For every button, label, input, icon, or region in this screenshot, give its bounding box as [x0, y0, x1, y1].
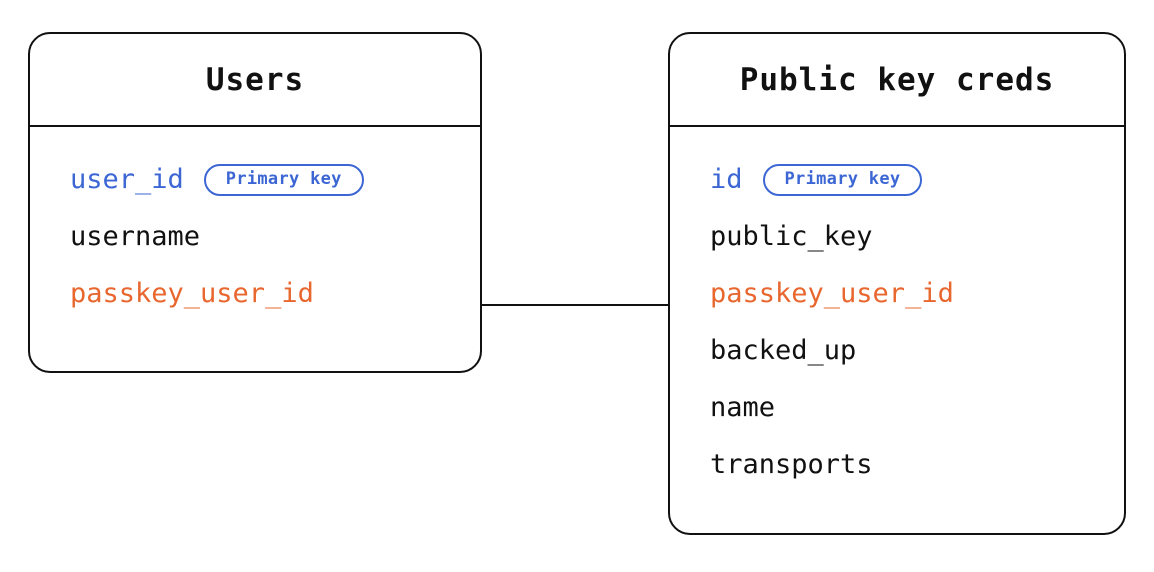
field-row[interactable]: passkey_user_id — [710, 265, 1124, 322]
field-name-passkey-user-id: passkey_user_id — [70, 278, 314, 309]
field-row[interactable]: backed_up — [710, 322, 1124, 379]
primary-key-badge-label: Primary key — [225, 169, 342, 189]
entity-public-key-creds-title: Public key creds — [739, 61, 1055, 98]
field-name-passkey-user-id: passkey_user_id — [710, 278, 954, 309]
field-row[interactable]: username — [70, 208, 480, 265]
entity-users-title: Users — [205, 61, 305, 98]
relationship-connector-users-to-public-key-creds — [482, 304, 668, 306]
field-row[interactable]: transports — [710, 436, 1124, 493]
field-name-public-key: public_key — [710, 221, 873, 252]
field-name-user-id: user_id — [70, 164, 184, 195]
field-name-id: id — [710, 164, 743, 195]
field-row[interactable]: id Primary key — [710, 151, 1124, 208]
field-row[interactable]: passkey_user_id — [70, 265, 480, 322]
field-name-username: username — [70, 221, 201, 252]
field-row[interactable]: name — [710, 379, 1124, 436]
entity-users[interactable]: Users user_id Primary key username passk… — [28, 32, 482, 373]
primary-key-badge-label: Primary key — [784, 169, 901, 189]
field-row[interactable]: public_key — [710, 208, 1124, 265]
entity-public-key-creds-fields: id Primary key public_key passkey_user_i… — [670, 127, 1124, 515]
entity-users-fields: user_id Primary key username passkey_use… — [30, 127, 480, 344]
field-name-transports: transports — [710, 449, 873, 480]
field-name-name: name — [710, 392, 776, 423]
entity-users-header: Users — [30, 34, 480, 127]
entity-public-key-creds-header: Public key creds — [670, 34, 1124, 127]
primary-key-badge: Primary key — [203, 163, 364, 196]
entity-public-key-creds[interactable]: Public key creds id Primary key public_k… — [668, 32, 1126, 535]
field-row[interactable]: user_id Primary key — [70, 151, 480, 208]
primary-key-badge: Primary key — [762, 163, 923, 196]
field-name-backed-up: backed_up — [710, 335, 857, 366]
